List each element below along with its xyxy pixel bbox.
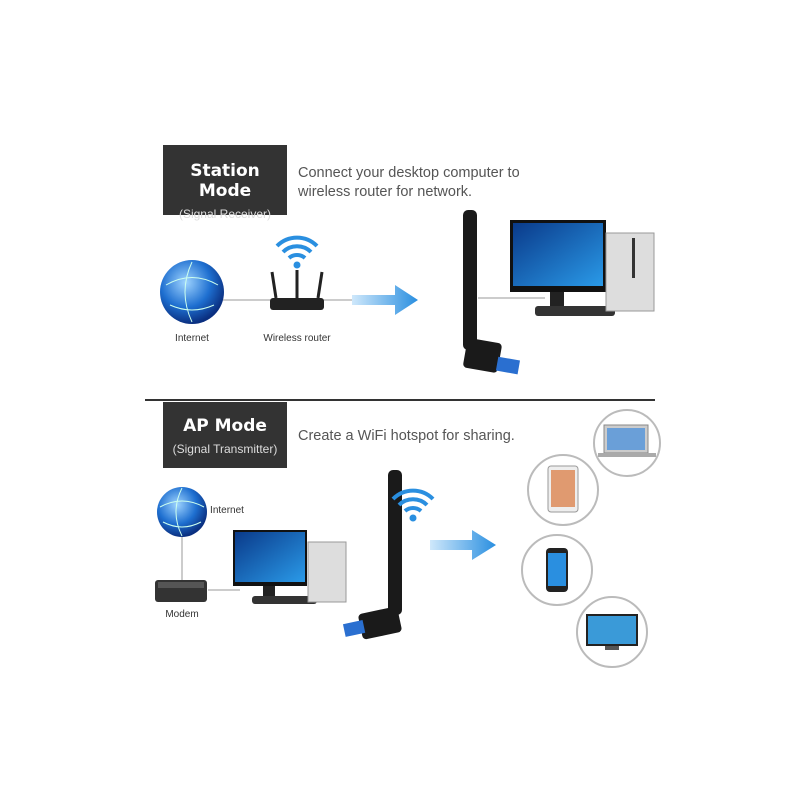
phone-device-icon — [521, 534, 593, 606]
station-mode-box: Station Mode (Signal Receiver) — [163, 145, 287, 221]
tv-device-icon — [576, 596, 648, 668]
station-mode-subtitle: (Signal Receiver) — [178, 207, 272, 221]
wifi-icon-ap — [391, 488, 435, 522]
usb-adapter-icon-ap — [342, 470, 402, 640]
usb-adapter-icon — [463, 210, 521, 375]
router-icon — [270, 270, 324, 310]
desktop-computer-icon — [510, 220, 655, 316]
laptop-device-icon — [593, 409, 661, 477]
station-description-line1: Connect your desktop computer to — [298, 165, 520, 181]
wifi-icon — [275, 235, 319, 269]
internet-label-ap: Internet — [210, 505, 244, 516]
desktop-computer-icon-ap — [233, 530, 347, 604]
ap-mode-subtitle: (Signal Transmitter) — [172, 442, 278, 456]
ap-description: Create a WiFi hotspot for sharing. — [298, 428, 515, 444]
tablet-device-icon — [527, 454, 599, 526]
arrow-icon — [352, 285, 418, 315]
modem-label: Modem — [165, 609, 199, 620]
router-label: Wireless router — [263, 333, 331, 344]
ap-mode-box: AP Mode (Signal Transmitter) — [163, 402, 287, 468]
internet-label: Internet — [175, 333, 209, 344]
internet-globe-icon — [160, 260, 224, 324]
station-mode-title: Station Mode — [190, 161, 260, 201]
internet-globe-icon-ap — [157, 487, 207, 537]
station-description-line2: wireless router for network. — [298, 184, 473, 200]
station-description: Connect your desktop computer to wireles… — [298, 164, 520, 202]
ap-mode-title: AP Mode — [183, 416, 267, 436]
modem-icon — [155, 580, 207, 602]
arrow-icon-ap — [430, 530, 496, 560]
